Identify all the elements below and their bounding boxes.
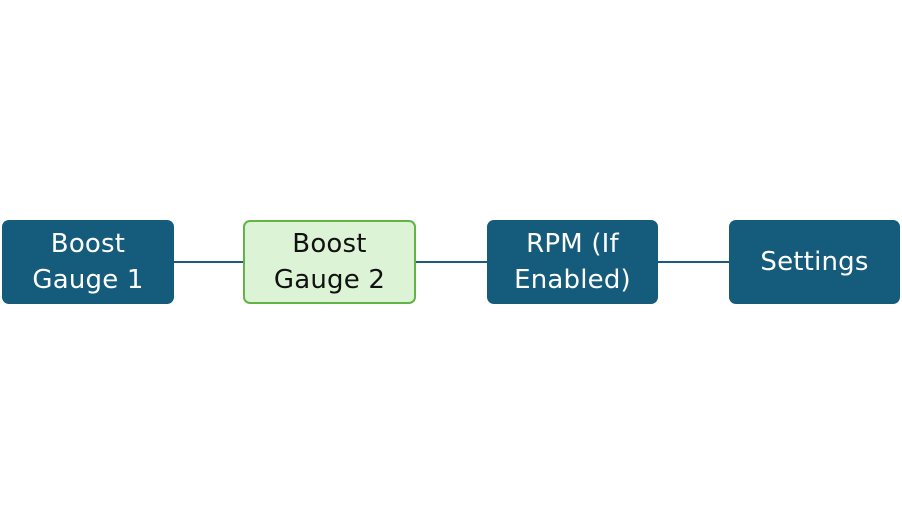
connector-1-2: [174, 261, 243, 263]
node-label-line-1: Boost: [292, 229, 367, 259]
node-label-line-2: Gauge 2: [273, 265, 386, 295]
node-boost-gauge-2[interactable]: Boost Gauge 2: [243, 220, 416, 304]
node-label-line-2: Gauge 1: [32, 265, 144, 295]
node-label-line-1: Settings: [760, 247, 869, 277]
node-label: Boost Gauge 2: [274, 226, 385, 298]
node-label: Settings: [760, 244, 868, 280]
node-boost-gauge-1[interactable]: Boost Gauge 1: [2, 220, 174, 304]
connector-2-3: [416, 261, 487, 263]
node-label-line-1: RPM (If: [526, 229, 619, 259]
connector-3-4: [658, 261, 729, 263]
node-label-line-2: Enabled): [514, 265, 631, 295]
node-label-line-1: Boost: [50, 229, 126, 259]
node-label: RPM (If Enabled): [514, 226, 631, 298]
node-rpm[interactable]: RPM (If Enabled): [487, 220, 658, 304]
node-settings[interactable]: Settings: [729, 220, 900, 304]
node-label: Boost Gauge 1: [32, 226, 143, 298]
